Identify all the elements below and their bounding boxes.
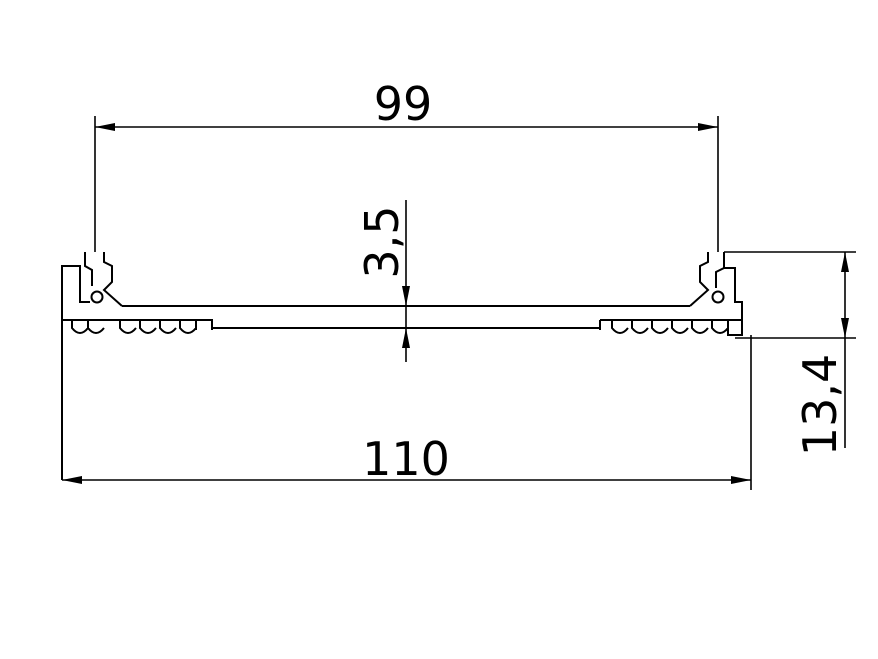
dimension-label-overall-height: 13,4: [793, 354, 847, 456]
left-clip-hole: [90, 290, 104, 304]
arrowhead: [402, 286, 410, 306]
arrowhead: [731, 476, 751, 484]
right-wall: [724, 267, 743, 321]
dimension-label-inner-width: 99: [374, 77, 433, 131]
arrowhead: [62, 476, 82, 484]
dimension-base-thickness: 3,5: [355, 200, 410, 362]
dimension-label-base-thickness: 3,5: [355, 205, 409, 278]
dimension-label-overall-width: 110: [362, 432, 450, 486]
arrowhead: [95, 123, 115, 131]
arrowhead: [841, 252, 849, 272]
arrowhead: [698, 123, 718, 131]
left-wall: [61, 265, 90, 480]
left-clip: [84, 252, 123, 307]
dimension-overall-width: 110: [62, 335, 752, 490]
dimension-inner-width: 99: [94, 77, 719, 252]
left-fins: [62, 319, 213, 334]
right-clip: [689, 252, 725, 307]
dimension-overall-height: 13,4: [724, 251, 856, 456]
arrowhead: [841, 318, 849, 338]
arrowhead: [402, 328, 410, 348]
right-fins: [599, 319, 743, 336]
right-clip-hole: [711, 290, 725, 304]
